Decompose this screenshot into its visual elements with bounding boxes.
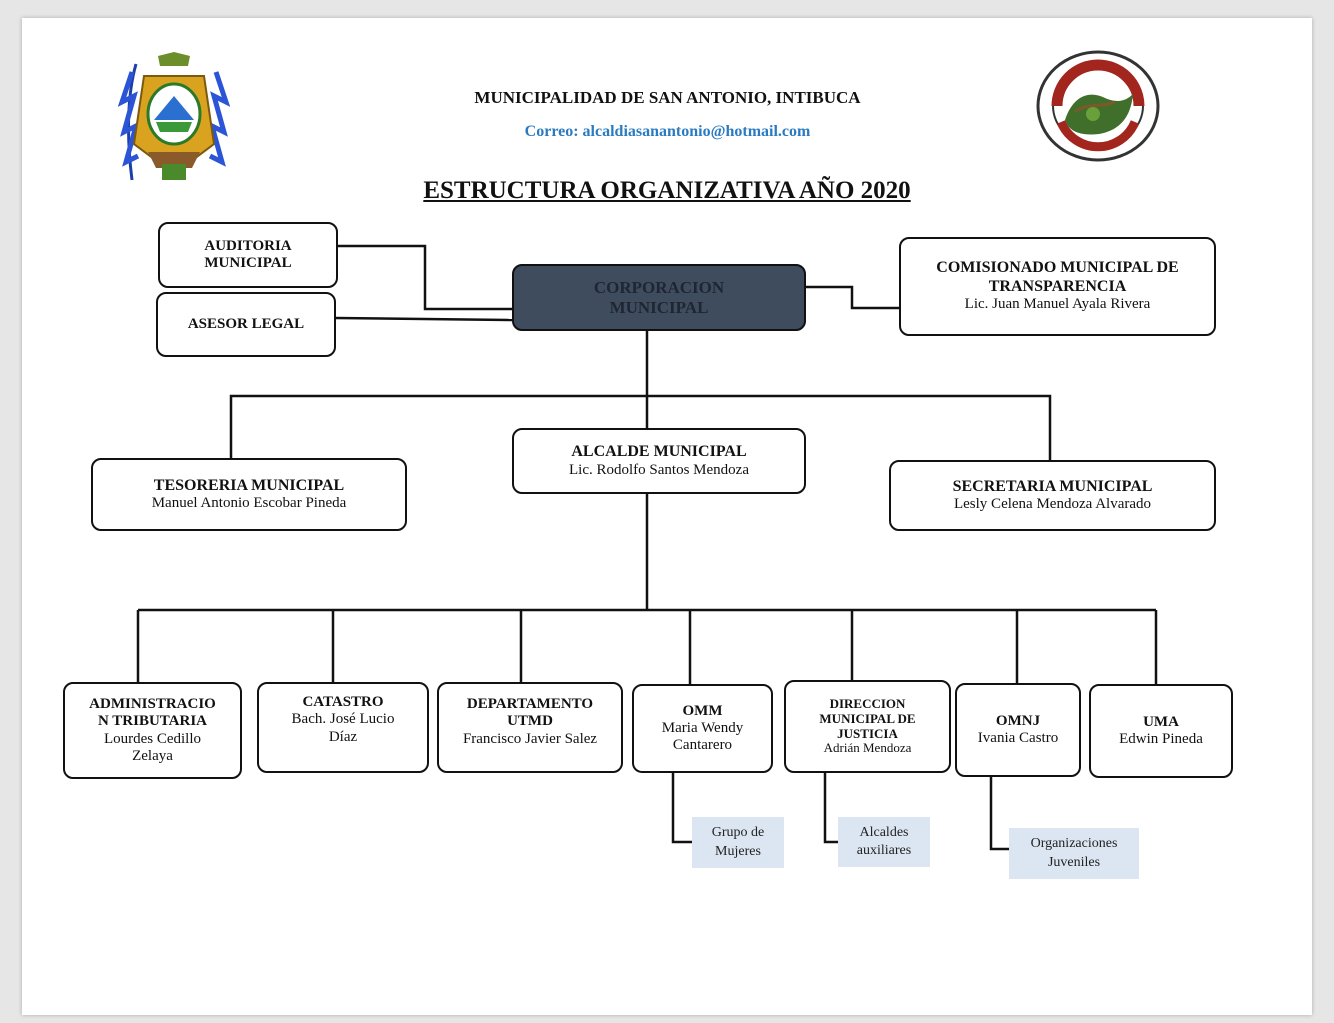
direccion-justicia-box: DIRECCION MUNICIPAL DE JUSTICIA Adrián M…: [784, 680, 951, 773]
direccion-title-3: JUSTICIA: [837, 725, 898, 741]
comisionado-title: COMISIONADO MUNICIPAL DE TRANSPARENCIA: [936, 259, 1179, 295]
comisionado-box: COMISIONADO MUNICIPAL DE TRANSPARENCIA L…: [899, 237, 1216, 336]
grupo-mujeres-label: Grupo de: [711, 825, 765, 841]
corporacion-box: CORPORACION MUNICIPAL: [512, 264, 806, 331]
comisionado-name: Lic. Juan Manuel Ayala Rivera: [964, 296, 1151, 313]
administracion-name-2: Zelaya: [132, 747, 173, 764]
organizaciones-juveniles-box: Organizaciones Juveniles: [1009, 828, 1139, 879]
omnj-box: OMNJ Ivania Castro: [955, 683, 1081, 777]
alcaldes-auxiliares-label-2: auxiliares: [856, 843, 912, 858]
direccion-name: Adrián Mendoza: [823, 740, 912, 756]
secretaria-title: SECRETARIA MUNICIPAL: [952, 477, 1153, 495]
utmd-title: DEPARTAMENTO: [466, 696, 594, 712]
page-title: ESTRUCTURA ORGANIZATIVA AÑO 2020: [423, 177, 911, 204]
catastro-name-2: Díaz: [328, 728, 358, 745]
utmd-title-2: UTMD: [507, 713, 553, 730]
omm-box: OMM Maria Wendy Cantarero: [632, 684, 773, 773]
uma-box: UMA Edwin Pineda: [1089, 684, 1233, 778]
omnj-name: Ivania Castro: [977, 730, 1059, 746]
alcalde-name: Lic. Rodolfo Santos Mendoza: [569, 461, 749, 478]
organizaciones-juveniles-label-2: Juveniles: [1047, 854, 1101, 870]
grupo-mujeres-box: Grupo de Mujeres: [692, 817, 784, 868]
alcaldes-auxiliares-box: Alcaldes auxiliares: [838, 817, 930, 867]
grupo-mujeres-label-2: Mujeres: [715, 843, 761, 859]
administracion-name: Lourdes Cedillo: [103, 730, 202, 747]
uma-name: Edwin Pineda: [1119, 731, 1203, 747]
alcaldes-auxiliares-label: Alcaldes: [859, 824, 909, 840]
administracion-title-2: N TRIBUTARIA: [97, 713, 208, 730]
administracion-title: ADMINISTRACIO: [89, 696, 216, 712]
utmd-box: DEPARTAMENTO UTMD Francisco Javier Salez: [437, 682, 623, 773]
tesoreria-title: TESORERIA MUNICIPAL: [153, 476, 345, 494]
omm-name-2: Cantarero: [672, 737, 733, 754]
corporacion-title: CORPORACION MUNICIPAL: [593, 277, 725, 317]
secretaria-name: Lesly Celena Mendoza Alvarado: [953, 496, 1151, 513]
uma-title: UMA: [1143, 713, 1179, 730]
omm-name: Maria Wendy: [661, 719, 744, 736]
auditoria-box: AUDITORIA MUNICIPAL: [158, 222, 338, 288]
alcalde-title: ALCALDE MUNICIPAL: [571, 443, 747, 461]
contact-email[interactable]: Correo: alcaldiasanantonio@hotmail.com: [524, 123, 811, 140]
catastro-name: Bach. José Lucio: [291, 711, 395, 728]
municipal-seal-icon: [1036, 50, 1160, 162]
tesoreria-box: TESORERIA MUNICIPAL Manuel Antonio Escob…: [91, 458, 407, 531]
omm-title: OMM: [682, 702, 723, 719]
direccion-title: DIRECCION: [829, 695, 906, 711]
administracion-box: ADMINISTRACIO N TRIBUTARIA Lourdes Cedil…: [63, 682, 242, 779]
municipality-title: MUNICIPALIDAD DE SAN ANTONIO, INTIBUCA: [474, 88, 861, 107]
omnj-title: OMNJ: [995, 712, 1041, 729]
coat-of-arms-icon: [118, 52, 230, 181]
auditoria-title: AUDITORIA MUNICIPAL: [204, 237, 292, 271]
tesoreria-name: Manuel Antonio Escobar Pineda: [151, 495, 347, 512]
secretaria-box: SECRETARIA MUNICIPAL Lesly Celena Mendoz…: [889, 460, 1216, 531]
asesor-legal-title: ASESOR LEGAL: [187, 315, 305, 332]
organizaciones-juveniles-label: Organizaciones: [1030, 836, 1118, 852]
utmd-name: Francisco Javier Salez: [462, 730, 598, 747]
asesor-legal-box: ASESOR LEGAL: [156, 292, 336, 357]
catastro-title: CATASTRO: [302, 694, 384, 710]
alcalde-box: ALCALDE MUNICIPAL Lic. Rodolfo Santos Me…: [512, 428, 806, 494]
catastro-box: CATASTRO Bach. José Lucio Díaz: [257, 682, 429, 773]
direccion-title-2: MUNICIPAL DE: [819, 710, 916, 726]
